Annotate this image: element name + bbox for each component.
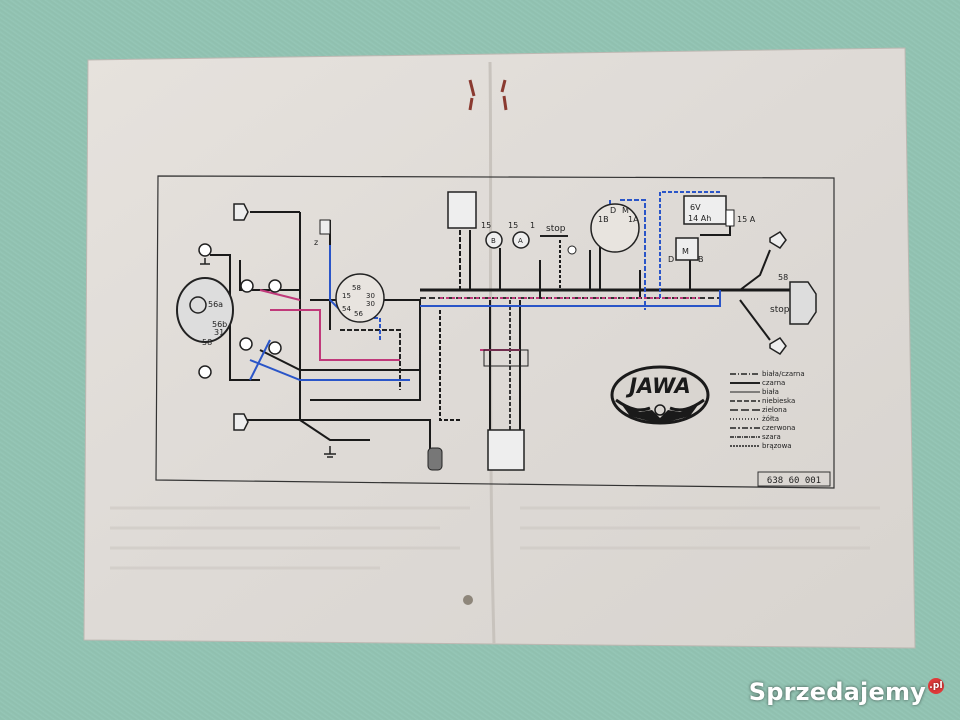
diagram-frame	[155, 175, 835, 489]
headlamp-56b-label: 56b	[212, 320, 227, 329]
legend-item: biała	[730, 388, 779, 396]
legend-label: szara	[762, 433, 781, 441]
battery-voltage-label: 6V	[690, 203, 701, 212]
headlamp-58-label: 58	[202, 338, 212, 347]
legend-item: szara	[730, 433, 781, 441]
legend-label: biała	[762, 388, 779, 396]
bleed-through-text	[110, 506, 880, 570]
battery	[683, 195, 727, 225]
stitch-marks	[468, 79, 508, 111]
legend-item: czerwona	[730, 424, 795, 432]
ignition-coil	[427, 447, 443, 471]
dynamo-1b-label: 1B	[598, 215, 609, 224]
gauge-b	[485, 231, 503, 249]
left-indicator-lamp	[198, 243, 212, 257]
paper-stain	[463, 595, 473, 605]
watermark-suffix: .pl	[928, 678, 944, 694]
legend-item: brązowa	[730, 442, 792, 450]
horn	[319, 219, 331, 235]
paper-sheet	[83, 47, 916, 649]
stop-label-top: stop	[546, 224, 566, 234]
regulator-d-label: D	[668, 255, 674, 264]
legend-item: biała/czarna	[730, 370, 805, 378]
ignition-switch	[335, 273, 385, 323]
part-number-box	[757, 471, 831, 487]
legend-item: czarna	[730, 379, 785, 387]
regulator-m-label: M	[682, 247, 689, 256]
label-1: 1	[530, 221, 535, 230]
stop-label-right: stop	[770, 305, 790, 315]
legend-label: żółta	[762, 415, 779, 423]
watermark: Sprzedajemy.pl	[749, 678, 944, 706]
component-labels: 6V 14 Ah 15 A stop stop 15 15 1 B A 1B D…	[202, 203, 790, 347]
legend-label: czerwona	[762, 424, 795, 432]
jawa-logo: JAWA	[610, 365, 710, 425]
dynamo-1a-label: 1A	[628, 215, 639, 224]
fuse	[725, 209, 735, 227]
legend-item: niebieska	[730, 397, 795, 405]
watermark-text: Sprzedajemy	[748, 678, 926, 706]
dynamo-m-label: M	[622, 206, 629, 215]
components	[176, 191, 817, 471]
gauge-a-label: A	[518, 237, 523, 245]
wire-color-legend: biała/czarna czarna biała niebieska ziel…	[730, 370, 805, 450]
legend-label: czarna	[762, 379, 785, 387]
switch-54-label: 54	[342, 305, 351, 313]
legend-label: biała/czarna	[762, 370, 805, 378]
switch-30a-label: 30	[366, 292, 375, 300]
switch-56-label: 56	[354, 310, 363, 318]
switch-58-label: 58	[352, 284, 361, 292]
fuse-label: 15 A	[737, 215, 756, 224]
gauge-b-label: B	[491, 237, 496, 245]
rear-lamp	[789, 281, 817, 325]
relay-box	[447, 191, 477, 229]
legend-item: żółta	[730, 415, 779, 423]
legend-item: zielona	[730, 406, 787, 414]
rear-turn-signal	[769, 231, 787, 249]
gauge-a	[512, 231, 530, 249]
battery-capacity-label: 14 Ah	[688, 214, 711, 223]
dynamo	[590, 203, 640, 253]
label-15b: 15	[508, 221, 518, 230]
switch-30b-label: 30	[366, 300, 375, 308]
label-15a: 15	[481, 221, 491, 230]
legend-label: niebieska	[762, 397, 795, 405]
legend-label: zielona	[762, 406, 787, 414]
jawa-logo-text: JAWA	[625, 374, 691, 398]
headlamp-56a-label: 56a	[208, 300, 223, 309]
legend-label: brązowa	[762, 442, 792, 450]
connector-block	[487, 429, 525, 471]
front-turn-signal	[233, 203, 249, 221]
headlamp-31-label: 31	[214, 328, 224, 337]
rear-58-label: 58	[778, 273, 788, 282]
regulator-b-label: B	[698, 255, 704, 264]
regulator	[675, 237, 699, 261]
switch-15-label: 15	[342, 292, 351, 300]
dynamo-d-label: D	[610, 206, 616, 215]
horn-z-label: z	[314, 238, 318, 247]
part-number: 638 60 001	[767, 476, 821, 486]
wiring	[210, 191, 790, 460]
